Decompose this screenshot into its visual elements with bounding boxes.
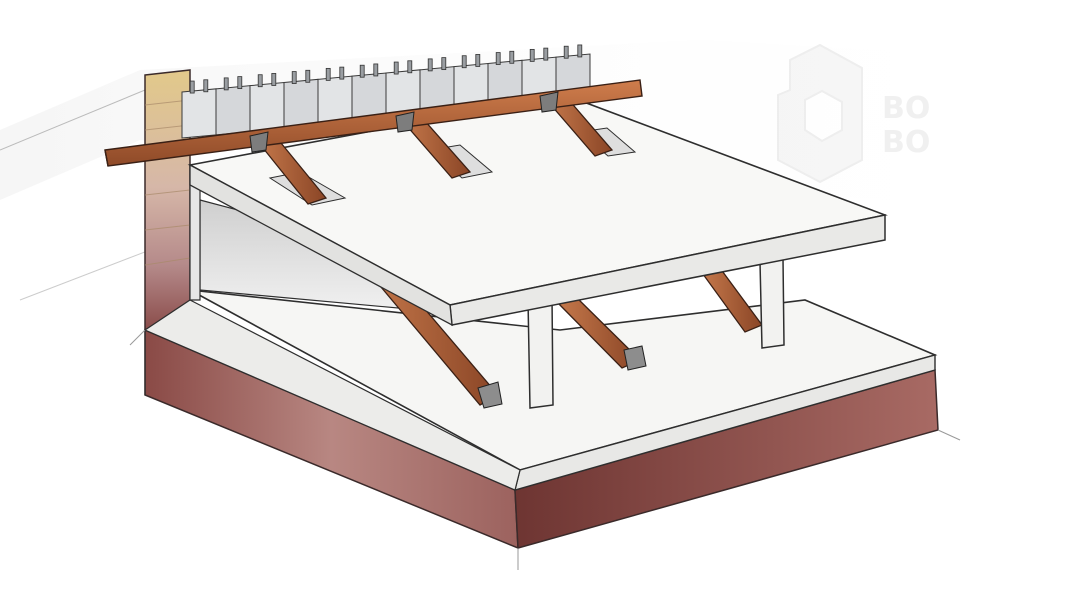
rebar-stub bbox=[305, 69, 311, 83]
rebar-stub bbox=[359, 64, 365, 78]
bracket-1 bbox=[249, 131, 269, 153]
rebar-stub bbox=[373, 63, 379, 77]
rebar-stub bbox=[427, 58, 433, 72]
column-1 bbox=[527, 295, 554, 409]
rebar-stub bbox=[577, 44, 583, 58]
concrete-block bbox=[215, 85, 251, 136]
rebar-stub bbox=[407, 60, 413, 74]
rebar-stub bbox=[461, 55, 467, 69]
concrete-block bbox=[181, 88, 217, 139]
bracket-3 bbox=[539, 91, 559, 113]
rebar-stub bbox=[257, 74, 263, 88]
rebar-stub bbox=[495, 52, 501, 65]
rebar-stub bbox=[509, 50, 515, 64]
rebar-stub bbox=[339, 66, 345, 80]
rebar-stub bbox=[237, 76, 243, 90]
rebar-stub bbox=[271, 73, 277, 86]
waler-beam-end bbox=[104, 149, 109, 167]
sketch-line bbox=[937, 429, 961, 441]
rebar-stub bbox=[203, 79, 209, 93]
concrete-block bbox=[283, 78, 319, 130]
logo-text-2: BO bbox=[882, 125, 930, 160]
rebar-stub bbox=[189, 80, 195, 94]
rebar-stub bbox=[223, 77, 229, 91]
concrete-block bbox=[249, 81, 285, 133]
rebar-stub bbox=[393, 61, 399, 75]
rebar-stub bbox=[291, 71, 297, 84]
brand-logo: BO BO bbox=[777, 43, 930, 184]
floor-slab-front-edge bbox=[143, 299, 521, 491]
column-2 bbox=[759, 257, 785, 349]
rebar-stub bbox=[529, 48, 535, 62]
rebar-stub bbox=[325, 67, 331, 81]
upper-slab-front-edge bbox=[189, 163, 453, 327]
bracket-2 bbox=[395, 111, 415, 133]
rebar-stub bbox=[563, 45, 569, 59]
sketch-line bbox=[129, 329, 146, 346]
rebar-stub bbox=[475, 54, 481, 67]
logo-text-1: BO bbox=[882, 91, 930, 126]
rebar-stub bbox=[543, 47, 549, 61]
basement-floor-slab bbox=[189, 289, 938, 471]
rebar-stub bbox=[441, 57, 447, 71]
sketch-line bbox=[19, 249, 151, 301]
sketch-line bbox=[0, 89, 146, 151]
